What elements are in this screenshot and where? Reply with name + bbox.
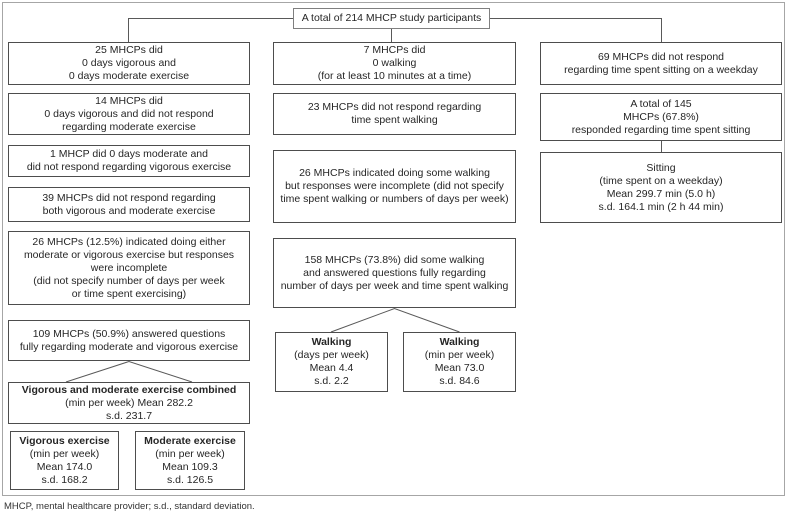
box-line: MHCPs (67.8%) — [623, 110, 699, 123]
box-line: 158 MHCPs (73.8%) did some walking — [304, 253, 485, 266]
box-line: A total of 145 — [630, 97, 692, 110]
box-line: 23 MHCPs did not respond regarding — [307, 101, 482, 113]
box-title: Vigorous exercise — [19, 434, 110, 447]
box-line: (min per week) — [424, 349, 495, 361]
box-vigorous-exercise-stats: Vigorous exercise (min per week)Mean 174… — [10, 431, 119, 490]
box-line: responded regarding time spent sitting — [571, 123, 751, 136]
box-line: were incomplete — [90, 261, 168, 274]
box-line: s.d. 168.2 — [41, 473, 88, 486]
box-line: 1 MHCP did 0 days moderate and — [50, 148, 208, 160]
box-line: 0 days moderate exercise — [68, 70, 190, 82]
box-line: 7 MHCPs did — [363, 44, 426, 56]
box-line: regarding time spent sitting on a weekda… — [564, 63, 758, 76]
box-total-participants: A total of 214 MHCP study participants — [293, 8, 490, 29]
box-line: s.d. 126.5 — [166, 473, 214, 486]
box-line: 69 MHCPs did not respond — [597, 50, 725, 63]
box-line: time spent walking — [351, 114, 438, 126]
box-line: Mean 73.0 — [434, 362, 485, 374]
box-line: Mean 174.0 — [36, 460, 93, 473]
box-line: moderate or vigorous exercise but respon… — [23, 248, 235, 261]
box-line: s.d. 164.1 min (2 h 44 min) — [598, 200, 724, 213]
box-line: 0 walking — [372, 57, 417, 69]
box-line: (min per week) — [155, 447, 225, 460]
box-line: 14 MHCPs did — [95, 94, 163, 107]
box-title: Walking — [439, 336, 480, 348]
box-line: regarding moderate exercise — [62, 120, 196, 133]
box-line: 26 MHCPs (12.5%) indicated doing either — [32, 235, 226, 248]
box-line: Mean 299.7 min (5.0 h) — [606, 187, 716, 200]
box-line: fully regarding moderate and vigorous ex… — [19, 340, 239, 353]
box-line: 25 MHCPs did — [95, 44, 163, 56]
box-line: but responses were incomplete (did not s… — [285, 180, 504, 192]
box-line: (did not specify number of days per week — [33, 274, 225, 287]
figure-footnote: MHCP, mental healthcare provider; s.d., … — [4, 501, 255, 512]
box-line: (time spent on a weekday) — [599, 174, 723, 187]
box-moderate-exercise-stats: Moderate exercise (min per week)Mean 109… — [135, 431, 245, 490]
box-line: (for at least 10 minutes at a time) — [317, 70, 472, 82]
box-sitting-stats: Sitting(time spent on a weekday)Mean 299… — [540, 152, 782, 223]
box-title: Vigorous and moderate exercise combined — [21, 383, 237, 396]
box-line: Sitting — [646, 161, 676, 174]
box-title: Moderate exercise — [144, 434, 236, 447]
box-line: or time spent exercising) — [71, 287, 187, 300]
box-line: (days per week) — [294, 349, 369, 361]
box-line: both vigorous and moderate exercise — [42, 204, 216, 217]
box-line: did not respond regarding vigorous exerc… — [26, 161, 232, 173]
box-line: Mean 4.4 — [309, 362, 354, 374]
box-line: 26 MHCPs indicated doing some walking — [299, 167, 490, 179]
box-line: 109 MHCPs (50.9%) answered questions — [32, 327, 226, 340]
figure-frame — [2, 2, 785, 496]
box-line: and answered questions fully regarding — [303, 266, 486, 279]
box-title: Walking — [311, 336, 352, 348]
box-combined-exercise-stats: Vigorous and moderate exercise combined … — [8, 382, 250, 424]
box-line: (min per week) Mean 282.2 — [65, 396, 193, 409]
box-line: number of days per week and time spent w… — [280, 279, 509, 292]
box-line: 39 MHCPs did not respond regarding — [42, 191, 216, 204]
box-line: 0 days vigorous and did not respond — [44, 107, 214, 120]
box-line: s.d. 84.6 — [439, 375, 480, 387]
box-line: time spent walking or numbers of days pe… — [280, 193, 509, 205]
box-line: s.d. 231.7 — [105, 409, 153, 422]
box-line: Mean 109.3 — [162, 460, 218, 473]
box-line: s.d. 2.2 — [314, 375, 349, 387]
box-line: (min per week) — [29, 447, 100, 460]
box-line: 0 days vigorous and — [82, 57, 176, 69]
